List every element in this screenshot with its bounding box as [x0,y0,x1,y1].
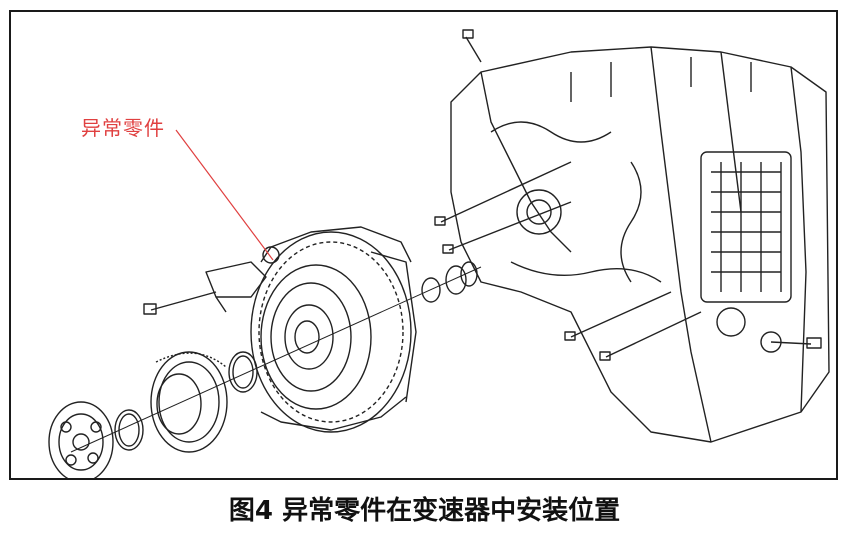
abnormal-part-callout: 异常零件 [81,116,165,140]
ring-gear [150,351,228,453]
linkage [143,261,267,315]
figure-caption: 图4 异常零件在变速器中安装位置 [228,496,621,526]
transmission-exploded-drawing [48,29,830,478]
transmission-housing [450,46,830,443]
bolts [434,29,822,361]
clutch-assembly [250,226,417,433]
planetary-carrier [48,401,114,478]
figure-frame: 异常零件 [9,10,838,480]
